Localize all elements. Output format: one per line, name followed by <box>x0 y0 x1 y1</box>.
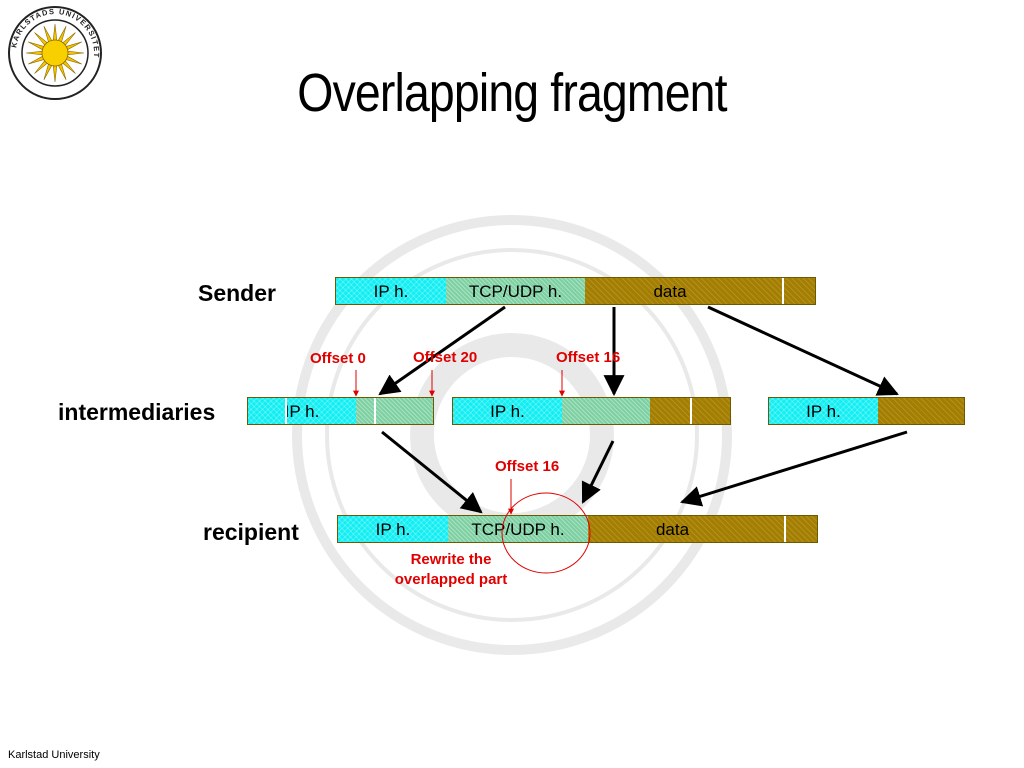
segment-divider <box>784 516 786 542</box>
fragment-1-ip-header: IP h. <box>248 398 356 424</box>
recipient-tcp-label: TCP/UDP h. <box>471 520 565 539</box>
intermediaries-label: intermediaries <box>58 399 216 425</box>
rewrite-note-line-1: Rewrite the <box>410 551 492 568</box>
offset-20-label: Offset 20 <box>413 349 478 366</box>
segment-divider <box>690 398 692 424</box>
fragment-1: IP h. <box>247 397 434 425</box>
rewrite-note: Rewrite the overlapped part <box>381 550 521 590</box>
sender-data-label: data <box>653 282 687 301</box>
footer-text: Karlstad University <box>8 749 100 761</box>
sender-tcp-header: TCP/UDP h. <box>446 278 585 304</box>
fragment-3-data-part <box>878 398 964 424</box>
sender-data: data <box>585 278 815 304</box>
recipient-data-label: data <box>655 520 690 539</box>
sender-label: Sender <box>198 280 276 306</box>
recipient-packet: IP h. TCP/UDP h. data <box>337 515 818 543</box>
fragment-3-ip-label: IP h. <box>806 402 841 421</box>
arrow-sender-to-fragment-3 <box>707 305 899 396</box>
arrow-sender-to-fragment-1 <box>378 305 506 396</box>
fragment-2-ip-label: IP h. <box>490 402 525 421</box>
recipient-ip-header: IP h. <box>338 516 448 542</box>
university-logo: KARLSTADS UNIVERSITET <box>8 6 102 100</box>
sender-packet: IP h. TCP/UDP h. data <box>335 277 816 305</box>
recipient-ip-label: IP h. <box>375 520 411 539</box>
recipient-tcp-header: TCP/UDP h. <box>448 516 588 542</box>
recipient-data: data <box>588 516 817 542</box>
segment-divider <box>782 278 784 304</box>
arrow-fragment-2-to-recipient <box>581 440 615 504</box>
offset-16-recipient-label: Offset 16 <box>495 458 560 475</box>
fragment-3-ip-header: IP h. <box>769 398 878 424</box>
rewrite-note-line-2: overlapped part <box>394 571 508 588</box>
segment-divider <box>374 398 376 424</box>
sender-ip-label: IP h. <box>373 282 409 301</box>
offset-16-label: Offset 16 <box>556 349 621 366</box>
fragment-2-ip-header: IP h. <box>453 398 562 424</box>
page-title: Overlapping fragment <box>297 63 727 123</box>
fragment-2-data-part <box>650 398 730 424</box>
fragment-2: IP h. <box>452 397 731 425</box>
fragment-2-tcp-part <box>562 398 650 424</box>
segment-divider <box>285 398 287 424</box>
fragment-3: IP h. <box>768 397 965 425</box>
sender-tcp-label: TCP/UDP h. <box>468 282 563 301</box>
recipient-label: recipient <box>203 519 299 545</box>
offset-0-label: Offset 0 <box>310 350 366 367</box>
sender-ip-header: IP h. <box>336 278 446 304</box>
arrow-fragment-3-to-recipient <box>679 430 908 507</box>
arrow-fragment-1-to-recipient <box>381 430 483 514</box>
fragment-1-ip-label: IP h. <box>284 402 320 421</box>
fragment-1-tcp-part <box>356 398 433 424</box>
overlap-highlight-circle <box>501 492 591 574</box>
